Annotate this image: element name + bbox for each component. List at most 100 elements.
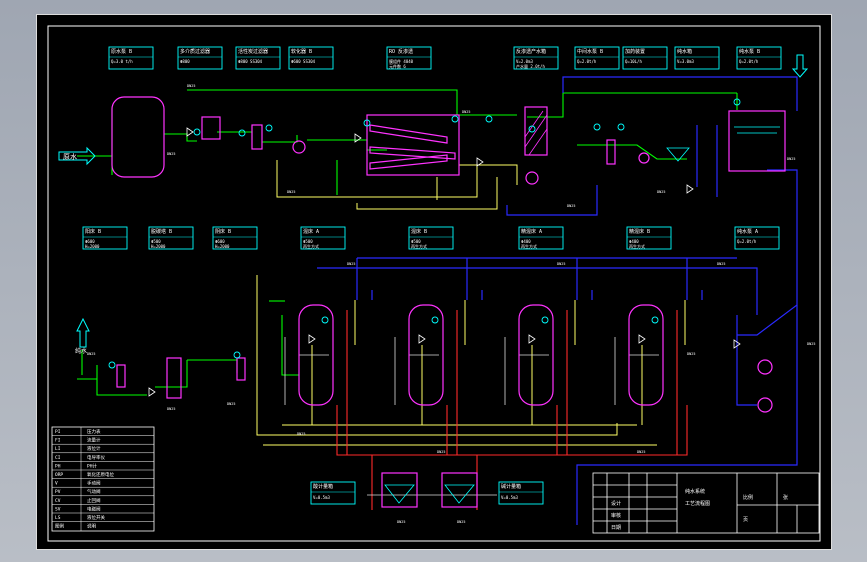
svg-text:DN25: DN25 bbox=[462, 110, 470, 114]
callout-line: Φ600 SS304 bbox=[291, 59, 316, 64]
drawing-border bbox=[47, 25, 821, 542]
pipe-tags: DN25 DN25 DN25 DN25 DN25 DN25 DN25 DN25 … bbox=[87, 84, 815, 524]
callout-title: 纯水泵 B bbox=[739, 48, 760, 55]
legend-symbol: LI bbox=[55, 446, 61, 452]
svg-text:DN25: DN25 bbox=[227, 402, 235, 406]
legend-symbol: PI bbox=[55, 429, 61, 435]
svg-text:DN25: DN25 bbox=[567, 204, 575, 208]
legend-label: 压力表 bbox=[87, 428, 101, 435]
callout-title: 原水泵 B bbox=[111, 48, 132, 55]
dosing-tank bbox=[606, 139, 616, 165]
svg-text:DN25: DN25 bbox=[717, 262, 725, 266]
legend-symbol: 图例 bbox=[55, 523, 64, 530]
callout-line: Q=2.0t/h bbox=[739, 59, 759, 64]
drawing-canvas[interactable]: 原水 纯水 DN25 DN25 DN25 DN25 DN25 DN25 DN25… bbox=[36, 14, 832, 550]
callout-box: 中间水泵 B Q=2.0t/h bbox=[574, 46, 620, 70]
svg-text:DN25: DN25 bbox=[457, 520, 465, 524]
callout-title: 纯水泵 A bbox=[737, 228, 758, 235]
legend-symbol: FI bbox=[55, 438, 61, 444]
callout-box: 纯水泵 AQ=2.0t/h bbox=[734, 226, 780, 250]
legend-label: 流量计 bbox=[87, 437, 101, 444]
svg-text:DN25: DN25 bbox=[347, 262, 355, 266]
product-pump bbox=[525, 171, 539, 185]
svg-text:DN25: DN25 bbox=[687, 352, 695, 356]
carbon-filter bbox=[251, 124, 263, 150]
svg-text:DN25: DN25 bbox=[657, 190, 665, 194]
legend-symbol: V bbox=[55, 481, 58, 487]
callout-title: 混床 A bbox=[303, 228, 319, 235]
callout-title: 阳床 B bbox=[85, 228, 101, 235]
alkali-box: 碱计量箱 V=0.5m3 bbox=[498, 481, 544, 505]
callout-line: Q=2.0t/h bbox=[577, 59, 597, 64]
callout-line: 再生方式 bbox=[521, 243, 537, 249]
title-designer: 设计 bbox=[611, 500, 621, 507]
svg-text:DN25: DN25 bbox=[637, 450, 645, 454]
ix-column-4 bbox=[628, 304, 664, 406]
alkali-tank bbox=[441, 472, 478, 508]
callout-line: Φ800 bbox=[180, 59, 190, 64]
legend-symbol: ORP bbox=[55, 472, 63, 478]
dosing-pump bbox=[638, 152, 650, 164]
booster-pump bbox=[292, 140, 306, 154]
title-date: 日期 bbox=[611, 525, 621, 531]
svg-text:DN25: DN25 bbox=[287, 190, 295, 194]
pure-water-pump-a bbox=[757, 359, 773, 375]
callout-title: 加药装置 bbox=[625, 48, 645, 55]
edi-module bbox=[524, 106, 548, 156]
svg-text:DN25: DN25 bbox=[437, 450, 445, 454]
callout-box: 多介质过滤器 Φ800 bbox=[177, 46, 223, 70]
legend-symbol: PV bbox=[55, 489, 61, 495]
pipes-white bbox=[284, 337, 659, 496]
title-block bbox=[592, 472, 820, 534]
ro-membrane-3 bbox=[369, 154, 448, 170]
callout-title: 混床 B bbox=[411, 228, 427, 235]
svg-text:DN25: DN25 bbox=[167, 152, 175, 156]
svg-text:V=0.5m3: V=0.5m3 bbox=[501, 495, 518, 500]
legend-label: PH计 bbox=[87, 462, 97, 469]
callout-line: H=2000 bbox=[151, 244, 166, 249]
svg-text:碱计量箱: 碱计量箱 bbox=[501, 483, 521, 490]
ix-column-2 bbox=[408, 304, 444, 406]
pure-water-tank bbox=[728, 110, 786, 172]
cartridge-filter bbox=[236, 357, 246, 381]
callout-line: V=2.0m3 bbox=[516, 59, 533, 64]
callout-title: 多介质过滤器 bbox=[180, 48, 210, 55]
legend-symbol: CV bbox=[55, 498, 61, 504]
raw-water-tank bbox=[111, 96, 165, 178]
inlet-label: 原水 bbox=[63, 152, 77, 161]
callout-line: Φ400 bbox=[521, 239, 531, 244]
title-page: 页 bbox=[743, 517, 748, 523]
ro-membrane-2 bbox=[369, 146, 456, 160]
outlet-arrow: 纯水 bbox=[75, 317, 90, 355]
callout-line: 膜组件 4040 bbox=[389, 58, 414, 64]
title-sheet: 张 bbox=[783, 494, 788, 501]
callout-line: Φ500 bbox=[151, 239, 161, 244]
svg-text:酸计量箱: 酸计量箱 bbox=[313, 483, 333, 490]
callout-title: 中间水泵 B bbox=[577, 48, 603, 55]
callout-line: Φ400 bbox=[629, 239, 639, 244]
title-project: 纯水系统 bbox=[685, 488, 705, 495]
tank-fills bbox=[384, 126, 780, 504]
pipes-red bbox=[336, 310, 688, 510]
inlet-arrow-shape bbox=[58, 146, 96, 166]
legend-symbol: PH bbox=[55, 463, 61, 469]
callout-line: 元件数 6 bbox=[389, 63, 406, 69]
pre-filter bbox=[116, 364, 126, 388]
callout-line: Φ800 SS304 bbox=[238, 59, 263, 64]
callout-title: 纯水箱 bbox=[677, 48, 692, 55]
svg-text:DN25: DN25 bbox=[297, 432, 305, 436]
pure-water-pump-b bbox=[757, 397, 773, 413]
callout-box: 原水泵 BQ=3.0 t/h bbox=[108, 46, 154, 70]
ro-membrane-1 bbox=[369, 124, 448, 144]
legend-label: 电磁阀 bbox=[87, 505, 101, 512]
callout-line: 产水量 2.0t/h bbox=[516, 63, 545, 69]
